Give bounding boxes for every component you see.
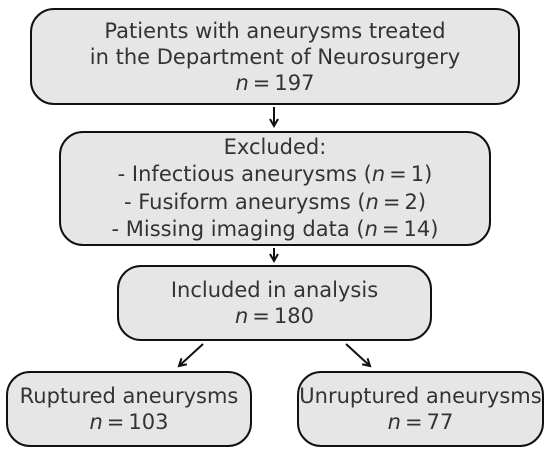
included-box: Included in analysis n=180: [117, 265, 432, 341]
ruptured-label: Ruptured aneurysms: [19, 384, 239, 408]
ruptured-count: n=103: [89, 410, 169, 434]
unruptured-label: Unruptured aneurysms: [299, 384, 542, 408]
patients-line-2: in the Department of Neurosurgery: [89, 44, 461, 69]
patients-count: n=197: [235, 70, 315, 95]
excluded-item-infectious: - Infectious aneurysms (n=1): [117, 162, 433, 186]
unruptured-box: Unruptured aneurysms n=77: [297, 371, 544, 447]
included-label: Included in analysis: [170, 278, 379, 302]
excluded-item-missing-imaging: - Missing imaging data (n=14): [111, 217, 439, 241]
excluded-title: Excluded:: [223, 134, 327, 159]
ruptured-box: Ruptured aneurysms n=103: [6, 371, 252, 447]
patients-box: Patients with aneurysms treated in the D…: [30, 8, 520, 105]
patients-line-1: Patients with aneurysms treated: [104, 18, 446, 43]
excluded-item-fusiform: - Fusiform aneurysms (n=2): [123, 189, 427, 214]
included-count: n=180: [234, 304, 314, 328]
arrow-included-to-unruptured: [345, 343, 370, 366]
arrow-included-to-ruptured: [179, 343, 204, 366]
unruptured-count: n=77: [387, 410, 454, 434]
excluded-box: Excluded: - Infectious aneurysms (n=1) -…: [59, 131, 491, 246]
